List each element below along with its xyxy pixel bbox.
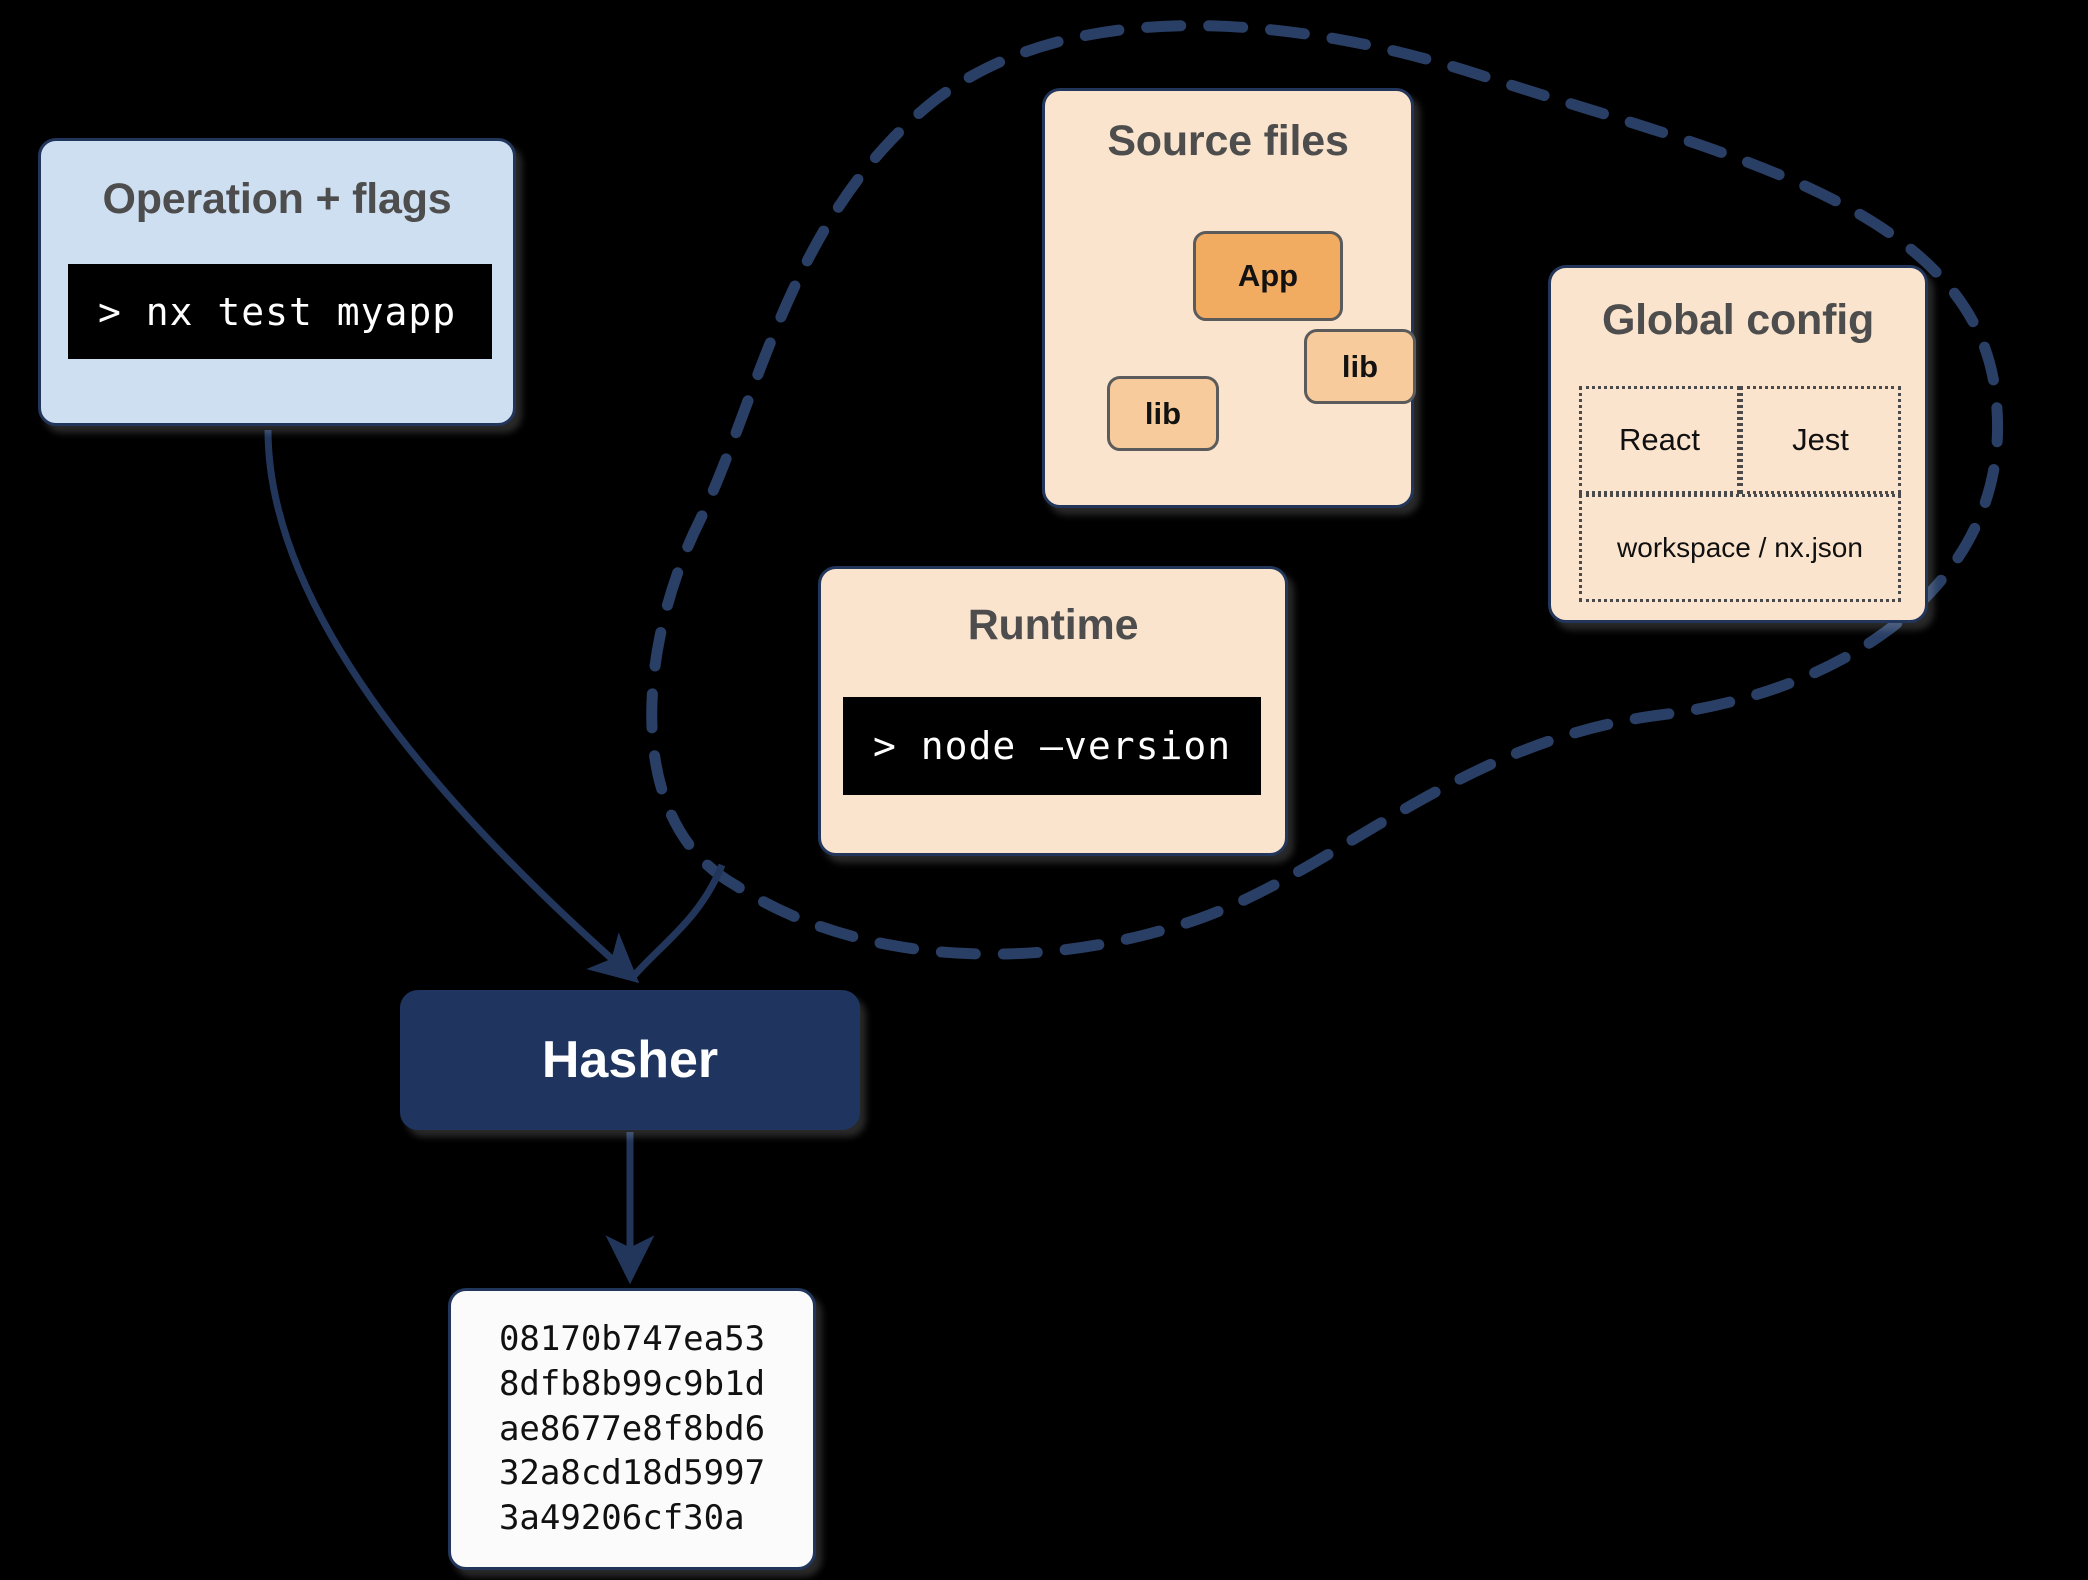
global-config-cell-workspace-nxjson[interactable]: workspace / nx.json <box>1579 494 1901 602</box>
global-config-card[interactable]: Global config React Jest workspace / nx.… <box>1548 265 1928 623</box>
operation-flags-title: Operation + flags <box>102 175 452 223</box>
global-config-row-top: React Jest <box>1579 386 1901 494</box>
global-config-title: Global config <box>1601 296 1875 344</box>
source-files-card[interactable]: Source files App lib lib <box>1042 88 1416 508</box>
runtime-command-terminal: > node –version <box>843 697 1261 795</box>
edge-inputs-to-hasher <box>629 863 726 981</box>
source-files-title: Source files <box>1107 117 1349 165</box>
source-node-app[interactable]: App <box>1193 231 1343 321</box>
global-config-cell-jest[interactable]: Jest <box>1740 386 1901 494</box>
global-config-grid: React Jest workspace / nx.json <box>1579 386 1901 602</box>
runtime-title: Runtime <box>967 601 1139 649</box>
hash-result-value: 08170b747ea53 8dfb8b99c9b1d ae8677e8f8bd… <box>498 1318 766 1539</box>
global-config-cell-react[interactable]: React <box>1579 386 1740 494</box>
source-node-lib-left[interactable]: lib <box>1107 376 1219 451</box>
hasher-card[interactable]: Hasher <box>400 990 860 1130</box>
operation-command-terminal: > nx test myapp <box>68 264 492 359</box>
source-node-lib-right[interactable]: lib <box>1304 329 1416 404</box>
runtime-card[interactable]: Runtime > node –version <box>818 566 1288 856</box>
operation-flags-card[interactable]: Operation + flags > nx test myapp <box>38 138 516 426</box>
hash-result-card[interactable]: 08170b747ea53 8dfb8b99c9b1d ae8677e8f8bd… <box>448 1288 816 1570</box>
edge-operation-to-hasher <box>264 429 640 984</box>
hasher-label: Hasher <box>541 1031 719 1089</box>
global-config-row-bottom: workspace / nx.json <box>1579 494 1901 602</box>
